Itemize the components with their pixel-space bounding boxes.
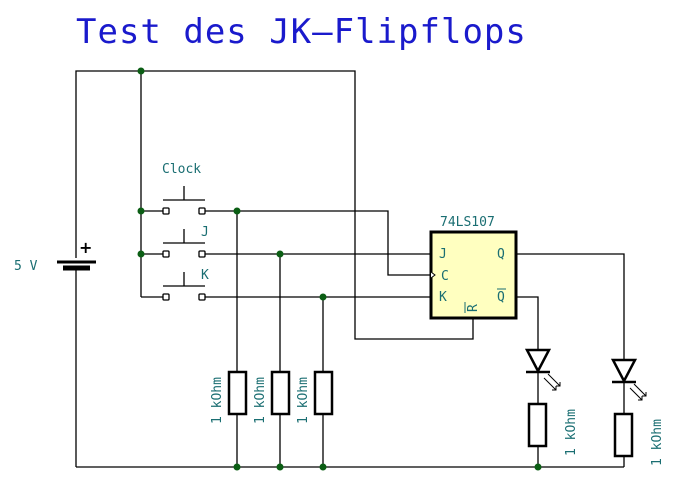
junction-dot — [534, 463, 542, 471]
switch-clock[interactable] — [162, 186, 206, 215]
ic-pin-c: C — [441, 269, 449, 284]
resistor-led-q-label: 1 kOhm — [650, 419, 665, 466]
resistor-clock — [227, 370, 248, 416]
ic-pin-qbar: Q — [497, 290, 505, 305]
resistor-led-qbar — [527, 402, 548, 448]
switch-k-label: K — [201, 268, 209, 283]
switch-j[interactable] — [162, 229, 206, 258]
ic-name: 74LS107 — [440, 215, 495, 230]
resistor-led-q — [613, 412, 634, 458]
battery-label: 5 V — [14, 259, 38, 274]
ic-pin-r: R — [466, 304, 481, 312]
switch-j-label: J — [201, 225, 209, 240]
signal-wires — [205, 210, 431, 467]
resistor-led-qbar-label: 1 kOhm — [564, 409, 579, 456]
junction-dot — [276, 463, 284, 471]
resistor-k-label: 1 kOhm — [296, 377, 311, 424]
ic-pin-q: Q — [497, 247, 505, 262]
junction-dot — [276, 250, 284, 258]
ic-pin-k: K — [439, 290, 447, 305]
junction-dot — [233, 463, 241, 471]
led-q — [610, 358, 647, 401]
ic-pin-j: J — [439, 247, 447, 262]
resistor-j — [270, 370, 291, 416]
resistor-clock-label: 1 kOhm — [210, 377, 225, 424]
battery: + — [57, 238, 96, 271]
supply-wires — [75, 70, 624, 468]
resistor-j-label: 1 kOhm — [253, 377, 268, 424]
led-qbar — [524, 348, 561, 391]
switch-clock-label: Clock — [162, 162, 201, 177]
resistor-k — [313, 370, 334, 416]
battery-plus-sign: + — [79, 238, 92, 257]
junction-dot — [137, 250, 145, 258]
switch-k[interactable] — [162, 272, 206, 301]
junctions — [137, 67, 542, 471]
ic-74ls107 — [429, 230, 518, 320]
junction-dot — [137, 67, 145, 75]
clock-edge-marker — [430, 271, 436, 279]
junction-dot — [319, 463, 327, 471]
schematic-title: Test des JK–Flipflops — [76, 12, 527, 52]
junction-dot — [233, 207, 241, 215]
junction-dot — [137, 207, 145, 215]
junction-dot — [319, 293, 327, 301]
